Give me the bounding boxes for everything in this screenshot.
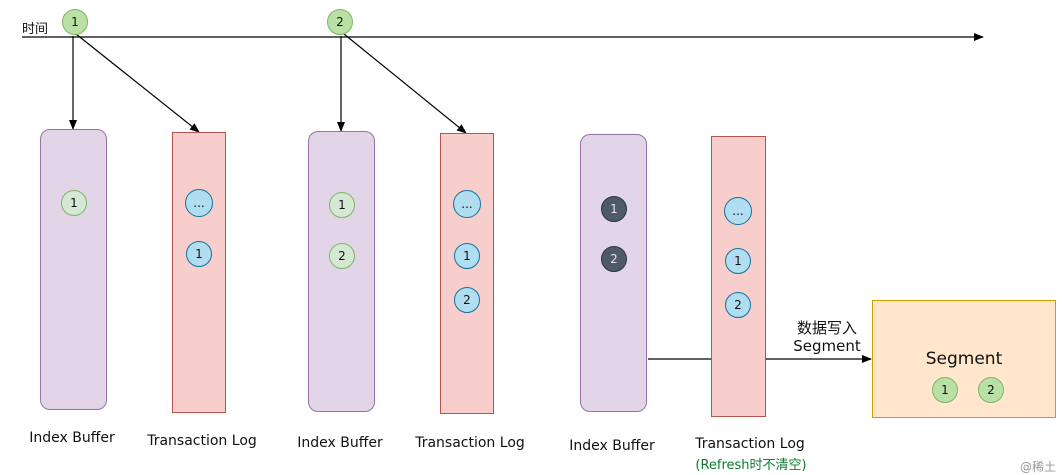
stage-3-transaction-log: ... 1 2: [711, 136, 766, 417]
watermark: @稀土: [1020, 460, 1057, 474]
stage-1-transaction-log: ... 1: [172, 132, 226, 413]
stage-3-transaction-log-doc-2: 2: [725, 292, 751, 318]
segment-doc-2: 2: [978, 377, 1004, 403]
stage-3-index-buffer-label: Index Buffer: [569, 438, 655, 454]
stage-3-transaction-log-label: Transaction Log: [695, 436, 805, 452]
stage-3-index-buffer-doc-1: 1: [601, 196, 627, 222]
stage-3-transaction-log-note: (Refresh时不清空): [695, 458, 807, 473]
stage-1-index-buffer-doc-1: 1: [61, 190, 87, 216]
stage-2-transaction-log: ... 1 2: [440, 133, 494, 414]
stage-2-transaction-log-label: Transaction Log: [415, 435, 525, 451]
event-1-to-transaction-log-arrow: [75, 33, 200, 133]
stage-3-index-buffer-doc-2: 2: [601, 246, 627, 272]
timeline-event-2: 2: [327, 9, 353, 35]
stage-3-transaction-log-doc-ellipsis: ...: [724, 197, 752, 225]
stage-2-index-buffer-label: Index Buffer: [297, 435, 383, 451]
stage-1-transaction-log-doc-ellipsis: ...: [185, 189, 213, 217]
stage-3-transaction-log-doc-1: 1: [725, 248, 751, 274]
flush-label-line-2: Segment: [793, 337, 861, 355]
stage-2-transaction-log-doc-2: 2: [454, 287, 480, 313]
stage-2-index-buffer: 1 2: [308, 131, 375, 412]
segment-title: Segment: [925, 349, 1003, 369]
segment-box: Segment 1 2: [872, 300, 1056, 418]
event-2-to-transaction-log-arrow: [343, 33, 467, 134]
stage-1-transaction-log-doc-1: 1: [186, 241, 212, 267]
stage-3-index-buffer: 1 2: [580, 134, 647, 412]
stage-2-transaction-log-doc-1: 1: [454, 243, 480, 269]
stage-2-transaction-log-doc-ellipsis: ...: [453, 190, 481, 218]
stage-2-index-buffer-doc-2: 2: [329, 243, 355, 269]
stage-2-index-buffer-doc-1: 1: [329, 192, 355, 218]
segment-doc-1: 1: [932, 377, 958, 403]
stage-1-index-buffer: 1: [40, 129, 107, 410]
stage-1-index-buffer-label: Index Buffer: [29, 430, 115, 446]
timeline-label: 时间: [22, 22, 49, 37]
flush-label-line-1: 数据写入: [796, 319, 857, 337]
stage-1-transaction-log-label: Transaction Log: [147, 433, 257, 449]
timeline-event-1: 1: [62, 9, 88, 35]
